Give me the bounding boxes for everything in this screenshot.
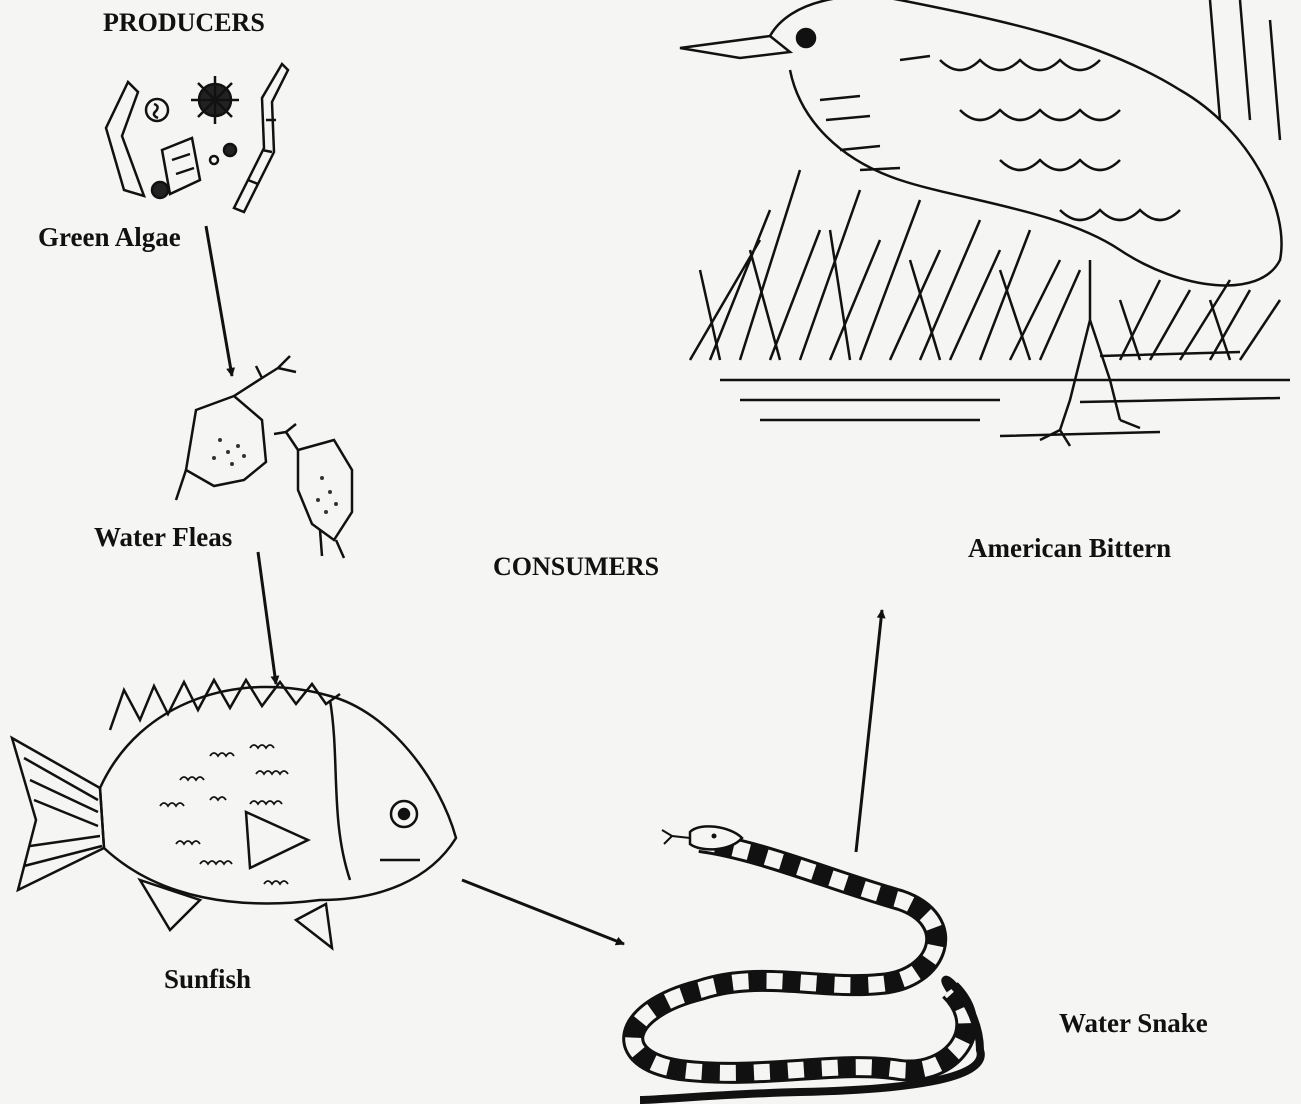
green-algae-label: Green Algae [38,224,181,251]
sunfish-illustration [12,680,456,948]
green-algae-illustration [106,64,288,212]
arrow-algae-to-fleas [206,226,232,376]
arrow-snake-to-bittern [856,610,882,852]
water-snake-illustration [633,826,981,1100]
water-snake-label: Water Snake [1059,1010,1208,1037]
arrow-sunfish-to-snake [462,880,624,944]
american-bittern-label: American Bittern [968,535,1171,562]
producers-heading: PRODUCERS [103,10,265,36]
consumers-heading: CONSUMERS [493,554,659,580]
sunfish-label: Sunfish [164,966,251,993]
arrow-fleas-to-sunfish [258,552,276,684]
american-bittern-illustration [680,0,1290,446]
water-fleas-label: Water Fleas [94,524,232,551]
